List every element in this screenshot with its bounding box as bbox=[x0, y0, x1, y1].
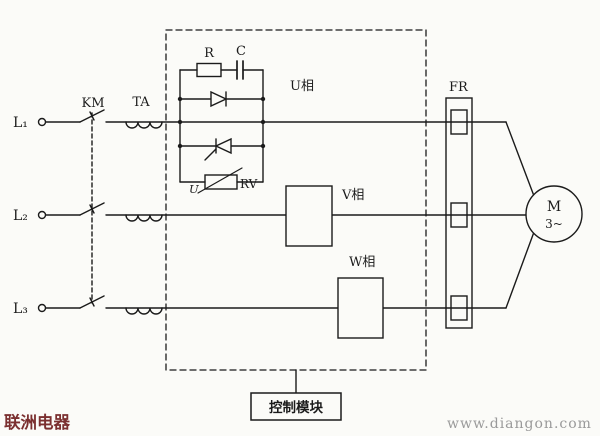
motor-circle bbox=[525, 185, 583, 243]
ta-winding-l3 bbox=[125, 307, 163, 315]
varistor-diagonal-stroke bbox=[197, 167, 243, 194]
v-phase-module-box bbox=[285, 185, 333, 247]
ta-winding-l1 bbox=[125, 121, 163, 129]
l1-label: L₁ bbox=[13, 115, 28, 131]
ta-winding-l2 bbox=[125, 214, 163, 222]
km-blade-tick-l2 bbox=[89, 204, 95, 214]
capacitor-label: C bbox=[236, 44, 246, 59]
labels: L₁ L₂ L₃ KM TA R C U相 U RV V相 W相 FR M 3~… bbox=[13, 44, 563, 416]
junction-dot bbox=[260, 96, 266, 102]
fr-heater-l1 bbox=[450, 109, 468, 135]
fr-heater-l2 bbox=[450, 202, 468, 228]
fr-thermal-relay bbox=[445, 97, 473, 329]
km-label: KM bbox=[81, 96, 104, 111]
junction-dot bbox=[177, 96, 183, 102]
control-module-box bbox=[250, 392, 342, 421]
u-phase-label: U相 bbox=[290, 79, 314, 94]
wiring bbox=[37, 29, 583, 421]
junction-dots bbox=[177, 96, 266, 149]
fr-body bbox=[445, 97, 473, 329]
phase-l3 bbox=[37, 231, 535, 315]
thyristor-gate-lead bbox=[204, 148, 217, 161]
fr-label: FR bbox=[449, 80, 469, 95]
varistor-voltage-label: U bbox=[189, 182, 199, 196]
l1-motor-lead bbox=[505, 121, 535, 197]
l3-label: L₃ bbox=[13, 301, 28, 317]
l3-motor-lead bbox=[505, 231, 535, 309]
u-phase-network bbox=[179, 60, 264, 194]
resistor-label: R bbox=[204, 46, 215, 61]
module-shapes bbox=[210, 90, 583, 421]
motor-phase-label: 3~ bbox=[545, 217, 563, 231]
junction-dot bbox=[260, 119, 266, 125]
w-phase-label: W相 bbox=[349, 255, 375, 270]
junction-dot bbox=[177, 119, 183, 125]
fr-heater-l3 bbox=[450, 295, 468, 321]
watermark-left: 联洲电器 bbox=[4, 412, 71, 432]
v-phase-label: V相 bbox=[341, 188, 364, 203]
varistor-rv-label: RV bbox=[240, 177, 258, 191]
ta-label: TA bbox=[132, 95, 150, 110]
diode-triangle bbox=[210, 90, 228, 108]
watermark-right: www.diangon.com bbox=[447, 416, 592, 432]
motor-m-label: M bbox=[547, 199, 561, 215]
junction-dot bbox=[177, 143, 183, 149]
l2-label: L₂ bbox=[13, 208, 28, 224]
w-phase-module-box bbox=[337, 277, 384, 339]
thyristor-triangle bbox=[214, 137, 232, 155]
phase-l1 bbox=[37, 109, 535, 197]
control-module-label: 控制模块 bbox=[269, 399, 323, 416]
junction-dot bbox=[260, 143, 266, 149]
